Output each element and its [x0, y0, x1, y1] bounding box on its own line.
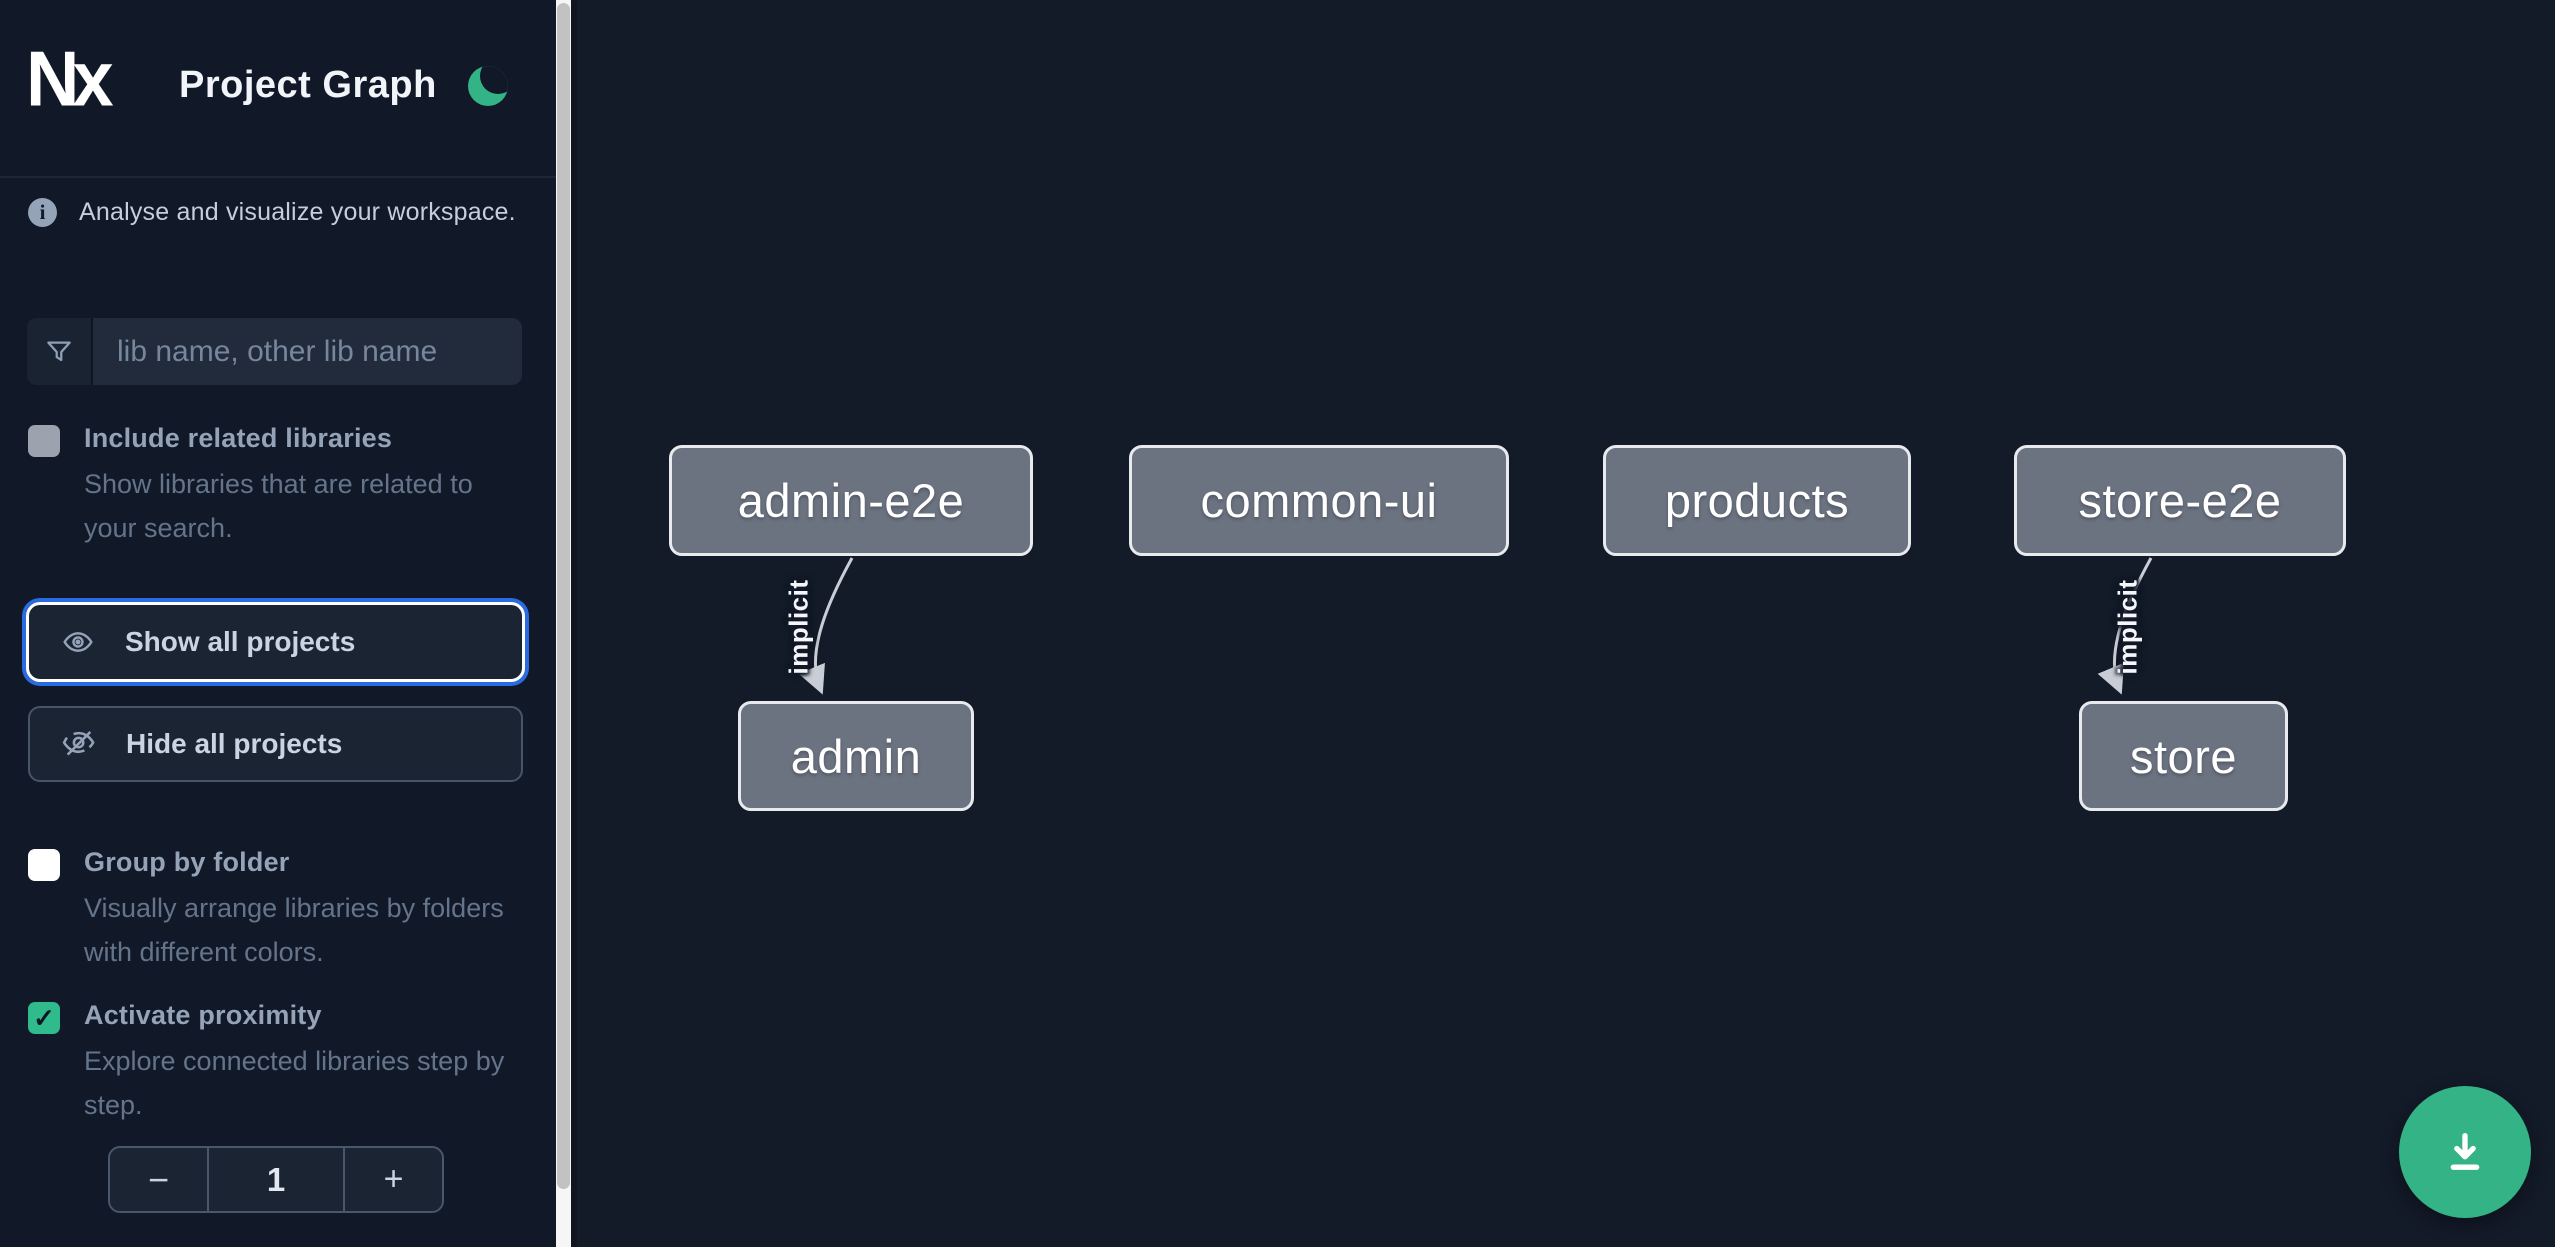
- info-icon: i: [28, 198, 57, 227]
- download-icon: [2450, 1132, 2480, 1170]
- nx-logo-text: Nx: [26, 34, 114, 122]
- node-common-ui[interactable]: common-ui: [1129, 445, 1509, 556]
- include-related-desc: Show libraries that are related to your …: [84, 469, 473, 543]
- node-products-label: products: [1664, 474, 1850, 527]
- group-by-folder-checkbox[interactable]: [28, 849, 60, 881]
- edge-admin-e2e-admin[interactable]: [798, 557, 854, 695]
- stepper-decrement-button[interactable]: −: [147, 1158, 170, 1200]
- node-admin-e2e-label: admin-e2e: [737, 474, 965, 527]
- search-input[interactable]: [93, 318, 522, 385]
- download-graph-button[interactable]: [2399, 1086, 2531, 1218]
- graph-canvas[interactable]: implicit implicit admin-e2e common-ui pr…: [571, 0, 2555, 1247]
- hide-all-projects-label: Hide all projects: [126, 728, 343, 759]
- node-store-e2e-label: store-e2e: [2078, 474, 2282, 527]
- nx-logo: Nx: [26, 28, 136, 128]
- activate-proximity-desc: Explore connected libraries step by step…: [84, 1046, 505, 1120]
- hide-all-projects-button[interactable]: Hide all projects: [28, 706, 523, 782]
- sidebar-scrollbar: [556, 0, 571, 1247]
- activate-proximity-checkbox[interactable]: ✓: [28, 1002, 60, 1034]
- group-by-folder-row: Group by folder Visually arrange librari…: [28, 847, 516, 974]
- show-all-projects-button[interactable]: Show all projects: [26, 602, 525, 682]
- node-store[interactable]: store: [2079, 701, 2288, 811]
- node-common-ui-label: common-ui: [1200, 474, 1438, 527]
- node-products[interactable]: products: [1603, 445, 1911, 556]
- info-text: Analyse and visualize your workspace.: [79, 198, 516, 226]
- node-admin-e2e[interactable]: admin-e2e: [669, 445, 1033, 556]
- group-by-folder-desc: Visually arrange libraries by folders wi…: [84, 893, 504, 967]
- funnel-icon: [27, 318, 93, 385]
- sidebar: Nx Project Graph i Analyse and visualize…: [0, 0, 556, 1247]
- page-title: Project Graph: [179, 64, 437, 106]
- stepper-increment-button[interactable]: +: [383, 1160, 404, 1198]
- node-admin[interactable]: admin: [738, 701, 974, 811]
- header-divider: [0, 176, 556, 178]
- include-related-label: Include related libraries: [84, 423, 393, 453]
- workspace-info: i Analyse and visualize your workspace.: [28, 198, 516, 227]
- group-by-folder-label: Group by folder: [84, 847, 290, 877]
- include-related-row: Include related libraries Show libraries…: [28, 423, 516, 550]
- check-icon: ✓: [33, 1002, 55, 1033]
- dark-mode-moon-icon[interactable]: [468, 66, 508, 106]
- stepper-value: 1: [207, 1148, 345, 1211]
- edges-layer: [798, 557, 2153, 695]
- activate-proximity-label: Activate proximity: [84, 1000, 322, 1030]
- eye-off-icon: [62, 731, 95, 756]
- filter-search: [27, 318, 522, 385]
- include-related-checkbox[interactable]: [28, 425, 60, 457]
- node-store-label: store: [2130, 729, 2237, 783]
- node-store-e2e[interactable]: store-e2e: [2014, 445, 2346, 556]
- edge-store-e2e-store[interactable]: [2097, 557, 2153, 695]
- eye-icon: [63, 632, 93, 652]
- activate-proximity-row: ✓ Activate proximity Explore connected l…: [28, 1000, 516, 1127]
- node-admin-label: admin: [790, 729, 922, 783]
- show-all-projects-label: Show all projects: [125, 626, 356, 657]
- proximity-depth-stepper: − 1 +: [108, 1146, 444, 1213]
- scrollbar-thumb[interactable]: [557, 3, 570, 1189]
